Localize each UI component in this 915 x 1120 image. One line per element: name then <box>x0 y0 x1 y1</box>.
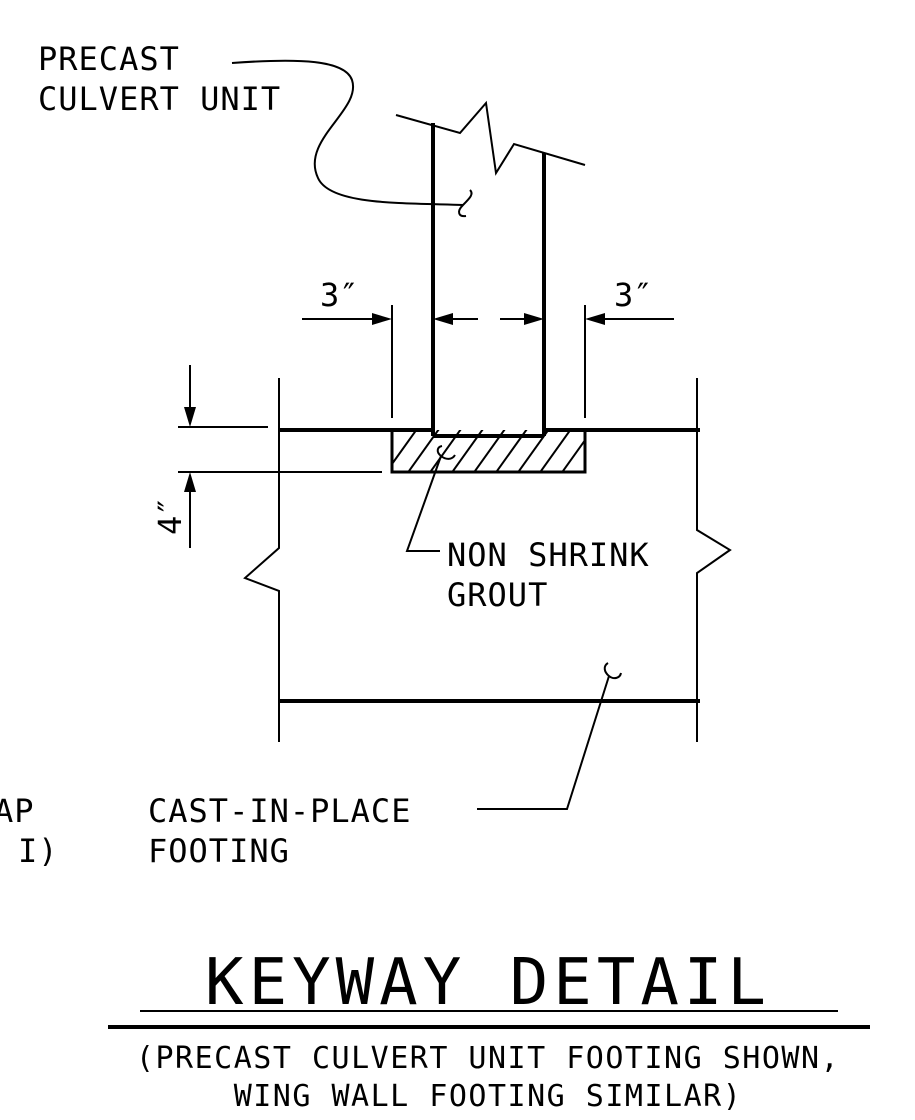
cut-off-label-line2: I) <box>18 832 59 870</box>
detail-subtitle-line2: WING WALL FOOTING SIMILAR) <box>234 1079 743 1114</box>
arrow-right-outer <box>585 313 605 325</box>
grout-keyway <box>390 430 587 474</box>
precast-label-line2: CULVERT UNIT <box>38 80 281 118</box>
grout-leader-tick <box>436 445 456 460</box>
dim-right-label: 3″ <box>614 276 653 314</box>
grout-leader <box>405 455 442 552</box>
arrow-vert-top <box>184 407 196 427</box>
footing-right-break <box>696 378 732 742</box>
precast-leader-tick <box>458 189 473 218</box>
arrow-right-inner <box>524 313 544 325</box>
leaders <box>231 59 622 810</box>
footing-label-line1: CAST-IN-PLACE <box>148 792 411 830</box>
grout-hatch <box>392 430 585 472</box>
grout-label-line2: GROUT <box>447 576 548 614</box>
grout-label-line1: NON SHRINK <box>447 536 650 574</box>
keyway-outline <box>390 430 587 474</box>
precast-wall <box>395 100 586 438</box>
dim-vert-label: 4″ <box>151 496 189 535</box>
footing-leader-tick <box>603 662 622 680</box>
precast-leader <box>231 59 464 206</box>
footing-label-line2: FOOTING <box>148 832 290 870</box>
arrow-vert-bottom <box>184 472 196 492</box>
cut-off-label-line1: AP <box>0 792 35 830</box>
detail-title: KEYWAY DETAIL <box>205 946 771 1020</box>
dimensions <box>178 305 674 548</box>
footing-left-break <box>243 378 280 742</box>
detail-subtitle-line1: (PRECAST CULVERT UNIT FOOTING SHOWN, <box>136 1041 840 1076</box>
arrow-left-inner <box>433 313 453 325</box>
wall-break-line <box>395 100 586 176</box>
dim-left-label: 3″ <box>320 276 359 314</box>
arrow-left-outer <box>372 313 392 325</box>
footing-leader <box>477 675 610 810</box>
precast-label-line1: PRECAST <box>38 40 180 78</box>
